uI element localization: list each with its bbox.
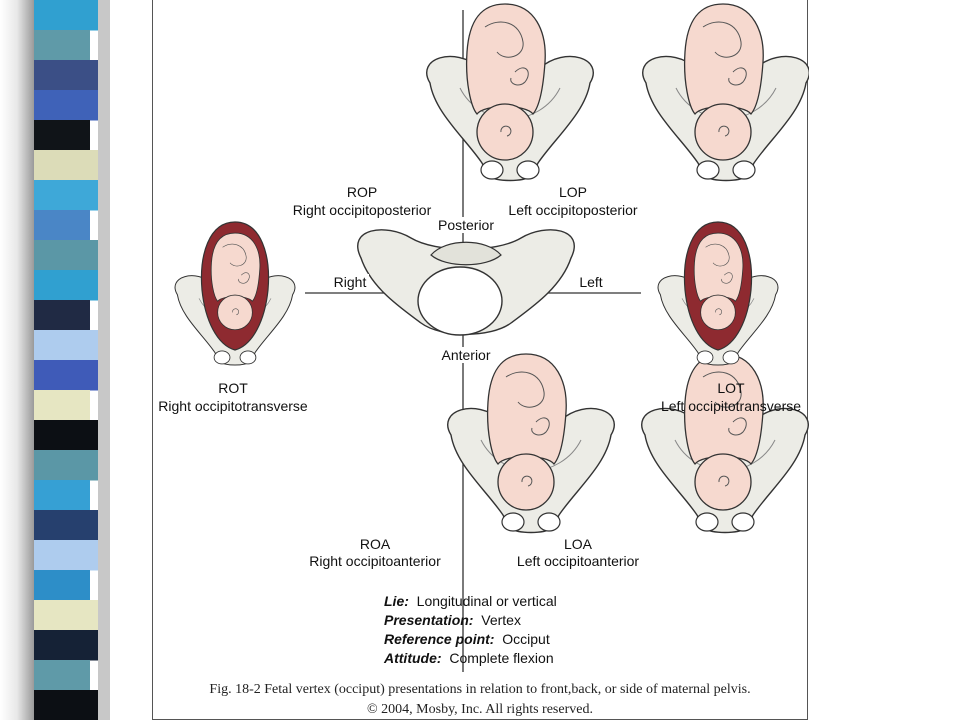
legend-row-attitude: Attitude: Complete flexion	[384, 650, 554, 666]
decorative-stripe-bar	[0, 0, 110, 720]
stripe-segment	[34, 480, 90, 511]
roa-name: Right occipitoanterior	[309, 553, 441, 569]
axis-label-anterior: Anterior	[441, 347, 490, 363]
lop-abbreviation: LOP	[559, 184, 587, 200]
rop-illustration	[426, 3, 594, 182]
lop-illustration	[642, 3, 809, 182]
legend-row-presentation: Presentation: Vertex	[384, 612, 521, 628]
rot-abbreviation: ROT	[218, 380, 248, 396]
stripe-segment	[34, 390, 90, 421]
figure-caption: Fig. 18-2 Fetal vertex (occiput) present…	[209, 682, 751, 697]
lot-name: Left occipitotransverse	[661, 398, 801, 414]
rot-illustration	[174, 221, 296, 366]
legend-row-reference-point: Reference point: Occiput	[384, 631, 550, 647]
stripe-segment	[34, 690, 98, 720]
stripe-segment	[34, 120, 90, 151]
axis-label-posterior: Posterior	[438, 217, 494, 233]
lot-illustration	[657, 221, 779, 366]
copyright-line: © 2004, Mosby, Inc. All rights reserved.	[367, 702, 593, 717]
stripe-segment	[34, 630, 98, 661]
stripe-segment	[34, 540, 98, 571]
axis-label-left: Left	[579, 274, 602, 290]
stripe-segment	[34, 150, 98, 181]
stripe-segment	[34, 30, 90, 61]
stripe-segment	[34, 420, 98, 451]
stripe-segment	[34, 570, 90, 601]
roa-abbreviation: ROA	[360, 536, 391, 552]
legend-block: Lie: Longitudinal or vertical Presentati…	[384, 592, 557, 668]
axis-label-right: Right	[334, 274, 367, 290]
stripe-segment	[34, 180, 98, 211]
rop-abbreviation: ROP	[347, 184, 377, 200]
stripe-segment	[34, 510, 98, 541]
stripe-segment	[34, 300, 90, 331]
lot-abbreviation: LOT	[717, 380, 745, 396]
legend-row-lie: Lie: Longitudinal or vertical	[384, 593, 557, 609]
stripe-segment	[34, 330, 98, 361]
stripe-segment	[34, 0, 98, 31]
stripe-segment	[34, 270, 98, 301]
lop-name: Left occipitoposterior	[508, 202, 638, 218]
stripe-segment	[34, 360, 98, 391]
rop-name: Right occipitoposterior	[293, 202, 432, 218]
stripe-segment	[34, 240, 98, 271]
stripe-segment	[34, 90, 98, 121]
roa-illustration	[447, 353, 615, 534]
stripe-segment	[34, 450, 98, 481]
fetal-presentation-diagram: Posterior Anterior Right Left ROP Right …	[158, 3, 809, 672]
loa-name: Left occipitoanterior	[517, 553, 640, 569]
figure-panel: Posterior Anterior Right Left ROP Right …	[152, 0, 809, 720]
stripe-segment	[34, 60, 98, 91]
rot-name: Right occipitotransverse	[158, 398, 308, 414]
stripe-segment	[34, 660, 90, 691]
stripe-segment	[34, 210, 90, 241]
loa-abbreviation: LOA	[564, 536, 593, 552]
stripe-segment	[34, 600, 98, 631]
central-pelvis-illustration	[357, 229, 575, 336]
